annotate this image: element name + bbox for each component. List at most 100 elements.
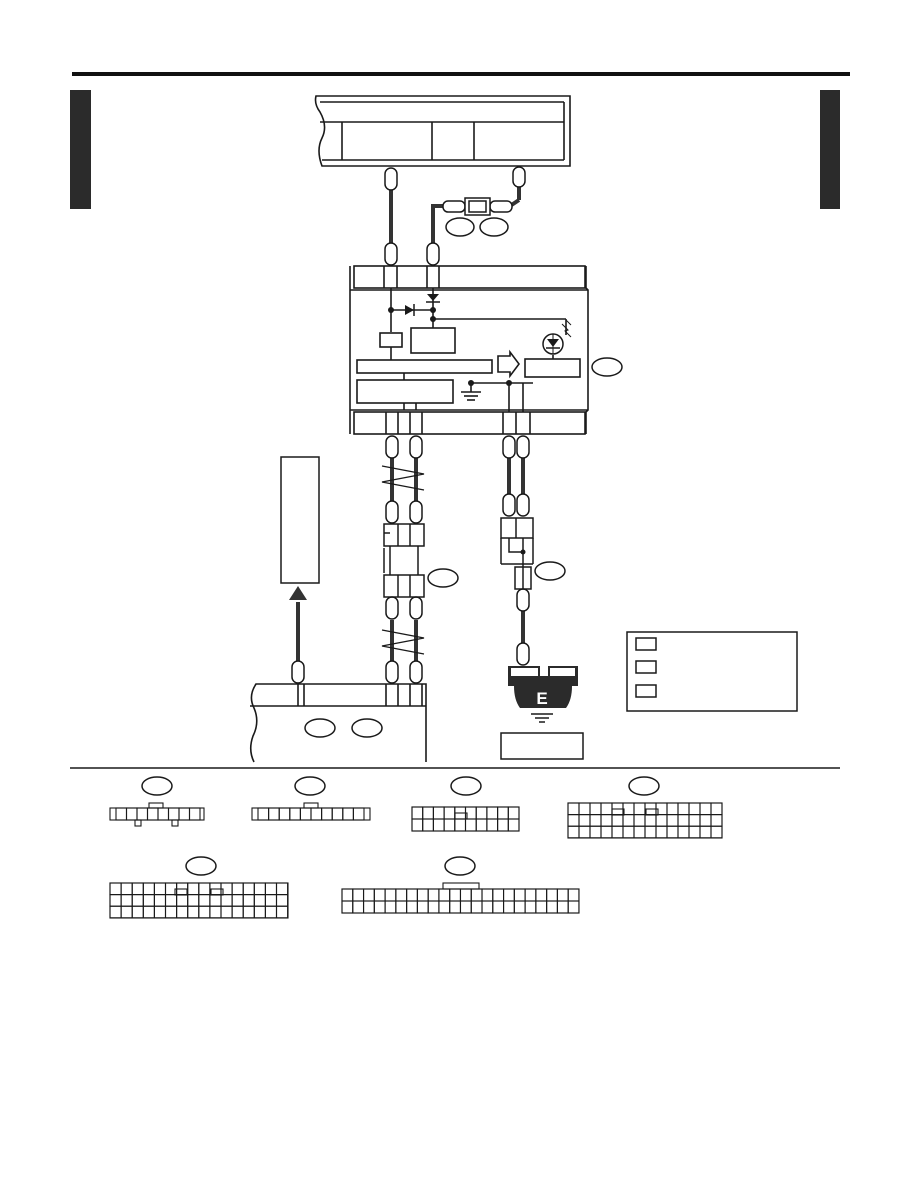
pin-cell: [470, 900, 483, 914]
pin-cell: [411, 806, 424, 820]
pin-cell: [666, 814, 679, 827]
pin-cell: [567, 802, 580, 816]
pin-cell: [125, 807, 138, 821]
pin-cell: [176, 894, 189, 907]
pin-cell: [677, 802, 690, 816]
pin-cell: [373, 888, 386, 902]
connector-key: [210, 888, 224, 896]
pin-cell: [666, 825, 679, 839]
pin-cell: [157, 807, 170, 821]
pin-cell: [422, 806, 434, 820]
pin-cell: [567, 825, 580, 839]
pin-cell: [321, 807, 333, 821]
pin-cell: [275, 882, 289, 896]
pin-cell: [352, 900, 365, 914]
twisted-pair-terminals: [385, 435, 423, 684]
pin-cell: [167, 807, 180, 821]
pin-cell: [502, 888, 515, 902]
pin-cell: [142, 894, 155, 907]
pin-cell: [109, 882, 122, 896]
pin-cell: [556, 888, 569, 902]
pin-cell: [486, 818, 499, 832]
pin-cell: [275, 894, 289, 907]
pin-cell: [131, 882, 144, 896]
pin-cell: [427, 888, 440, 902]
pin-cell: [275, 905, 289, 919]
pin-cell: [153, 894, 167, 907]
pin-cell: [507, 818, 520, 832]
pin-cell: [513, 900, 526, 914]
pin-cell: [188, 807, 201, 821]
ground-label: E: [536, 689, 547, 708]
pin-cell: [352, 807, 365, 821]
pin-cell: [513, 888, 526, 902]
connector-key: [442, 882, 480, 890]
pin-cell: [492, 888, 505, 902]
pin-cell: [416, 900, 429, 914]
pin-cell: [136, 807, 149, 821]
pin-cell: [209, 905, 222, 919]
pin-cell: [524, 888, 537, 902]
pin-cell: [688, 825, 701, 839]
pin-cell: [198, 905, 211, 919]
pin-cell: [438, 900, 451, 914]
pin-cell: [187, 905, 200, 919]
pin-cell: [384, 900, 397, 914]
connector-key: [148, 802, 164, 809]
pin-cell: [464, 818, 477, 832]
pin-cell: [209, 894, 222, 907]
pin-cell: [449, 900, 462, 914]
pin-cell: [677, 825, 690, 839]
pin-cell: [432, 818, 445, 832]
pin-cell: [644, 814, 657, 827]
pin-cell: [120, 905, 133, 919]
connector-callout: [141, 776, 173, 796]
pin-cell: [153, 882, 167, 896]
connector-callout: [445, 217, 475, 237]
pin-cell: [475, 806, 488, 820]
legend-box: [626, 631, 798, 712]
pin-cell: [546, 900, 558, 914]
pin-cell: [611, 825, 624, 839]
pin-cell: [655, 814, 668, 827]
pin-cell: [198, 882, 211, 896]
pin-cell: [427, 900, 440, 914]
ground-wires: [507, 457, 525, 645]
pin-cell: [502, 900, 515, 914]
pin-cell: [178, 807, 191, 821]
connector-callout: [185, 856, 217, 876]
pin-cell: [443, 818, 456, 832]
pin-cell: [176, 905, 189, 919]
pin-cell: [666, 802, 679, 816]
bottom-unit: [249, 683, 427, 763]
pin-cell: [146, 807, 159, 821]
pin-cell: [459, 900, 472, 914]
pin-cell: [589, 802, 602, 816]
pin-cell: [264, 894, 278, 907]
pin-cell: [688, 814, 701, 827]
connector-key: [454, 812, 468, 820]
connector-key: [171, 819, 179, 827]
pin-cell: [688, 802, 701, 816]
pin-cell: [567, 888, 580, 902]
pin-cell: [362, 900, 375, 914]
pin-cell: [395, 900, 408, 914]
joint-connector: [500, 517, 534, 590]
pin-cell: [486, 806, 499, 820]
pin-cell: [142, 905, 155, 919]
pin-cell: [567, 814, 580, 827]
pin-cell: [187, 894, 200, 907]
fuse: [442, 197, 513, 216]
pin-cell: [231, 882, 244, 896]
pin-cell: [611, 814, 624, 827]
pin-cell: [231, 894, 244, 907]
terminal: [426, 242, 440, 266]
pin-cell: [422, 818, 434, 832]
pin-cell: [406, 900, 418, 914]
pin-cell: [600, 802, 613, 816]
connector-key: [303, 802, 319, 809]
pin-cell: [341, 888, 354, 902]
pin-cell: [373, 900, 386, 914]
pin-cell: [459, 888, 472, 902]
